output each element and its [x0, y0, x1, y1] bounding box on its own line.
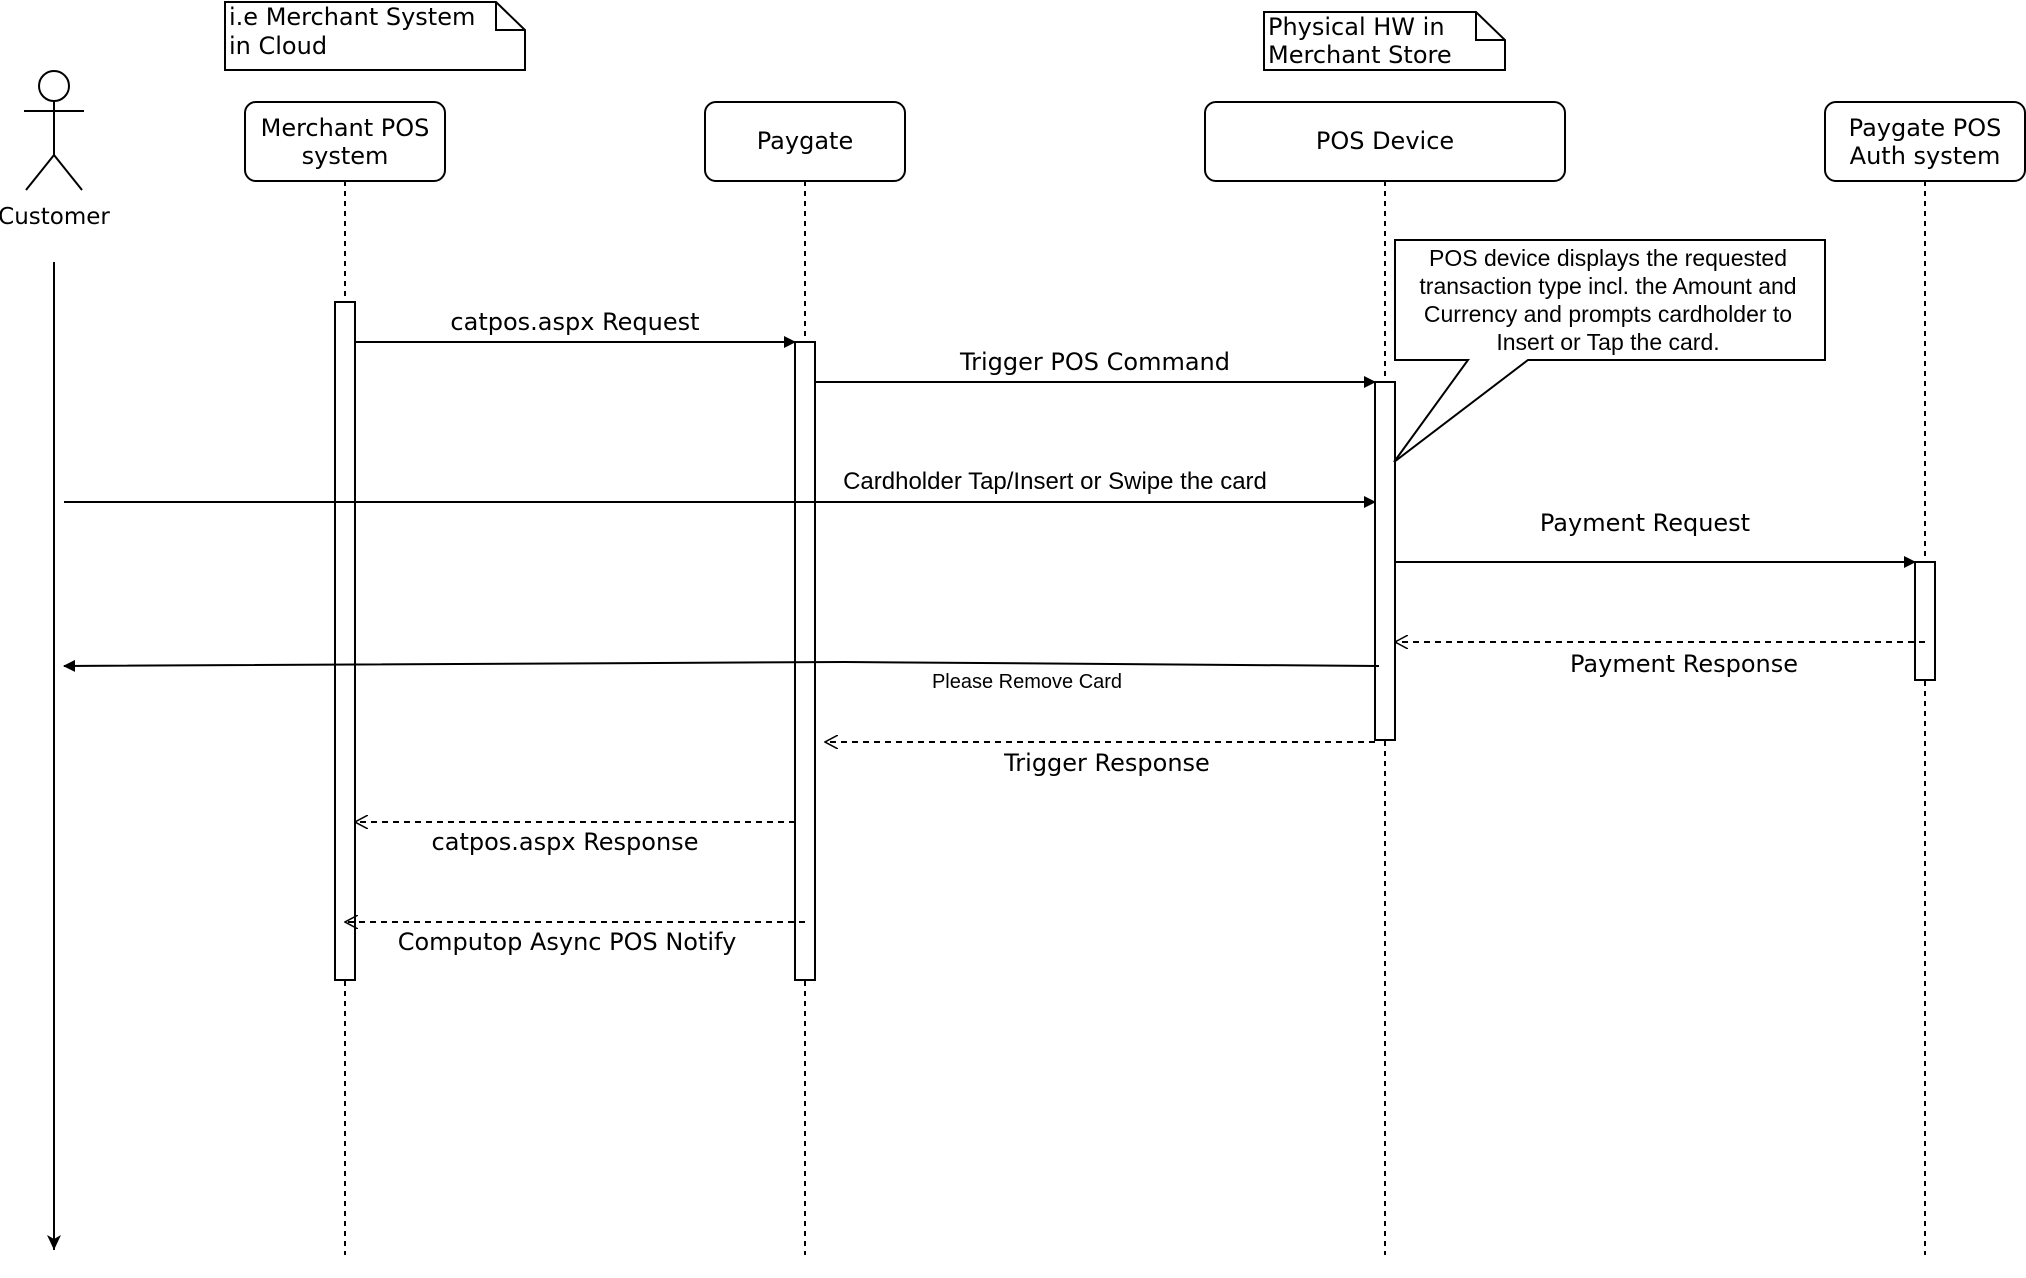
message-label: Payment Response [1570, 650, 1798, 678]
customer-actor: Customer [0, 70, 110, 1250]
callout-line4: Insert or Tap the card. [1496, 329, 1719, 355]
note-fold [1475, 12, 1505, 41]
note-fold [495, 2, 525, 31]
lifeline-paygate-auth: Paygate POS Auth system [1824, 101, 2026, 1255]
note-cloud-line2: in Cloud [229, 32, 327, 60]
message-label: Trigger POS Command [959, 348, 1230, 376]
message-please-remove-card: Please Remove Card [63, 659, 1380, 693]
note-physical-hardware: Physical HW in Merchant Store [1263, 11, 1506, 71]
message-trigger-pos-command: Trigger POS Command [815, 348, 1376, 388]
activation-bar-pos-device [1374, 381, 1396, 741]
message-payment-response: Payment Response [1395, 642, 1925, 678]
message-label: catpos.aspx Request [450, 308, 699, 336]
message-arrow [63, 659, 1380, 672]
callout-shape [1393, 239, 1826, 463]
message-trigger-response: Trigger Response [825, 742, 1375, 777]
message-async-pos-notify: Computop Async POS Notify [345, 922, 805, 956]
message-label: Trigger Response [1003, 749, 1210, 777]
callout-line1: POS device displays the requested [1429, 245, 1787, 271]
note-hardware-line2: Merchant Store [1268, 41, 1452, 69]
lifeline-label-line1: Merchant POS [261, 114, 430, 142]
lifeline-label-line2: system [302, 142, 389, 170]
lifeline-label: POS Device [1316, 127, 1454, 155]
lifeline-label-line2: Auth system [1850, 142, 2001, 170]
note-merchant-cloud: i.e Merchant System in Cloud [224, 1, 526, 71]
lifeline-pos-device: POS Device [1204, 101, 1566, 1255]
activation-bar-merchant [334, 301, 356, 981]
message-label: Cardholder Tap/Insert or Swipe the card [843, 468, 1267, 495]
message-payment-request: Payment Request [1395, 509, 1916, 568]
note-shape [224, 1, 526, 71]
note-cloud-line1: i.e Merchant System [229, 3, 475, 31]
message-label: Computop Async POS Notify [398, 928, 737, 956]
activation-bar-paygate [794, 341, 816, 981]
note-hardware-line1: Physical HW in [1268, 13, 1445, 41]
message-label: catpos.aspx Response [432, 828, 699, 856]
lifeline-label-line1: Paygate POS [1849, 114, 2002, 142]
message-label: Please Remove Card [932, 671, 1122, 693]
lifeline-merchant-pos: Merchant POS system [244, 101, 446, 1255]
activation-bar-auth [1914, 561, 1936, 681]
message-catpos-response: catpos.aspx Response [355, 822, 795, 856]
note-shape [1263, 11, 1506, 71]
callout-line2: transaction type incl. the Amount and [1419, 273, 1796, 299]
lifeline-label: Paygate [757, 127, 853, 155]
actor-head [38, 70, 70, 102]
callout-line3: Currency and prompts cardholder to [1424, 301, 1792, 327]
lifeline-paygate: Paygate [704, 101, 906, 1255]
callout-pos-display-note: POS device displays the requested transa… [1393, 239, 1826, 463]
customer-label: Customer [0, 204, 110, 230]
actor-right-leg [53, 154, 83, 191]
message-label: Payment Request [1540, 509, 1750, 537]
message-cardholder-tap: Cardholder Tap/Insert or Swipe the card [64, 468, 1376, 508]
message-catpos-request: catpos.aspx Request [355, 308, 796, 348]
actor-left-leg [25, 154, 55, 191]
